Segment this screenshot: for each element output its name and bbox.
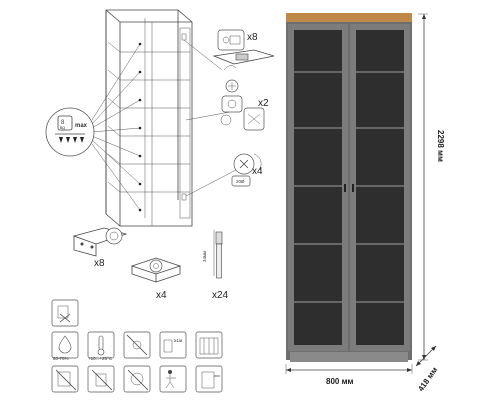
distance-label: ≥1м [174,338,182,343]
no-heater-icon [195,331,223,359]
no-sharp-objects-icon [123,365,151,393]
leveler-part: x4 [130,257,182,301]
load-callout-lines [91,42,142,212]
cabinet-left-door [288,24,348,351]
hinge-qty: x8 [247,32,258,43]
height-dimension: 2298 мм [418,13,445,361]
adjust-detail-step-2: x2 [220,95,269,131]
load-unit: kg [60,125,65,130]
width-label: 800 мм [326,377,353,386]
load-max-label: max [75,123,88,129]
temperature-label: +10...+25°C [88,356,113,361]
depth-dimension: 418 мм [415,345,439,393]
temperature-icon: +10...+25°C [87,331,115,361]
left-door-handle [344,184,346,192]
no-water-icon [51,299,79,327]
cabinet-shelves [107,41,190,193]
hinge-part: x8 [72,227,128,269]
left-door-glass [294,30,342,345]
cabinet-right-door [350,24,410,351]
wall-mount-icon [195,365,223,393]
clip-note: 20Ø [236,179,245,184]
cabinet-visible-shelves [294,71,404,303]
no-abrasive-cleaning-icon [51,365,79,393]
load-value: 8 [61,120,65,126]
right-door-glass [356,30,404,345]
pin-length: 34мм [202,251,207,262]
humidity-label: 60-70% [53,356,69,361]
leveler-qty: x4 [156,290,167,301]
cabinet-product-render [286,13,412,362]
shelf-load-icon: 8 kg max [45,107,95,157]
hinge-part-qty: x8 [94,258,105,269]
clip-detail-step-3: x4 20Ø [231,153,263,187]
shelf-pin-part: 34мм x24 [202,230,229,301]
hinge-detail-step-1: x8 [212,29,275,93]
cabinet-plinth [290,352,408,362]
distance-from-heater-icon: ≥1м [159,331,187,359]
right-door-handle [352,184,354,192]
humidity-icon: 60-70% [51,331,79,361]
cabinet-wireframe-drawing [91,9,237,227]
width-dimension: 800 мм [285,364,413,386]
height-label: 2298 мм [436,130,445,162]
clip-qty: x4 [252,166,263,177]
no-direct-sunlight-icon [123,331,151,359]
depth-label: 418 мм [416,365,439,393]
adjust-qty: x2 [258,98,269,109]
care-icons-grid: 60-70% +10...+25°C ≥1м [51,299,223,393]
two-person-assembly-icon [159,365,187,393]
cabinet-top-board [286,13,412,22]
no-chemicals-icon [87,365,115,393]
pin-qty: x24 [212,290,229,301]
